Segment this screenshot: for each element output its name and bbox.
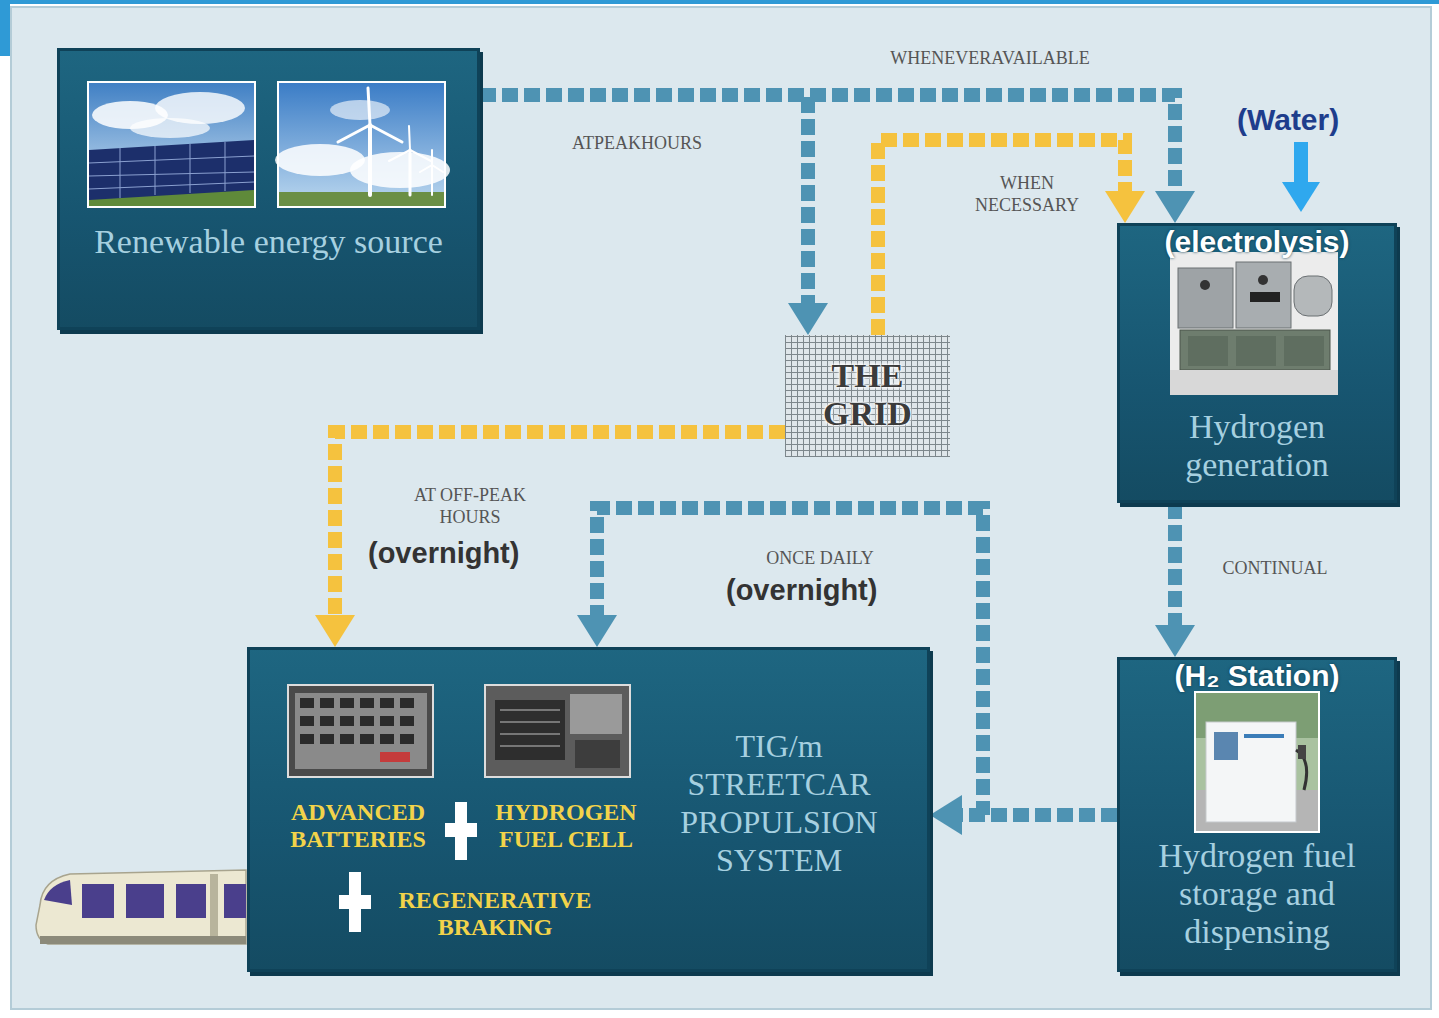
water-arrow [1282, 142, 1320, 212]
component-label: REGENERATIVE BRAKING [375, 887, 615, 941]
flow-label: AT OFF-PEAK HOURS [392, 484, 548, 528]
box-title: TIG/m STREETCAR PROPULSION SYSTEM [659, 727, 899, 879]
top-bar [0, 0, 1439, 4]
input-label: (Water) [1237, 103, 1339, 137]
flow-label: ONCE DAILY [748, 547, 892, 569]
flow-label: CONTINUAL [1203, 557, 1347, 579]
flow-arrow [480, 95, 808, 303]
time-note: (overnight) [726, 573, 877, 607]
component-label: ADVANCED BATTERIES [275, 799, 441, 853]
process-box: (electrolysis) Hydrogen generation [1117, 223, 1397, 503]
box-title: Hydrogen fuel storage and dispensing [1127, 837, 1387, 951]
flow-arrow [1168, 503, 1182, 625]
box-heading: (electrolysis) [1117, 225, 1397, 259]
flow-label: WHEN NECESSARY [958, 172, 1096, 216]
tram-drawing [36, 870, 246, 944]
grid-title: THE GRID [789, 357, 946, 433]
grid-box: THE GRID [785, 335, 950, 457]
propulsion-box: ADVANCED BATTERIES HYDROGEN FUEL CELL REGE… [247, 647, 930, 972]
box-heading: (H₂ Station) [1117, 659, 1397, 693]
box-title: Hydrogen generation [1127, 408, 1387, 484]
box-title: Renewable energy source [77, 223, 460, 261]
component-label: HYDROGEN FUEL CELL [483, 799, 649, 853]
flow-label: ATPEAKHOURS [540, 132, 734, 154]
flow-arrow [878, 140, 1125, 335]
flow-arrow [335, 432, 785, 615]
flow-label: WHENEVERAVAILABLE [858, 47, 1122, 69]
source-box: Renewable energy source [57, 48, 480, 330]
process-box: (H₂ Station) Hydrogen fuel storage and di… [1117, 657, 1397, 972]
corner-accent [0, 0, 10, 56]
time-note: (overnight) [368, 536, 519, 570]
